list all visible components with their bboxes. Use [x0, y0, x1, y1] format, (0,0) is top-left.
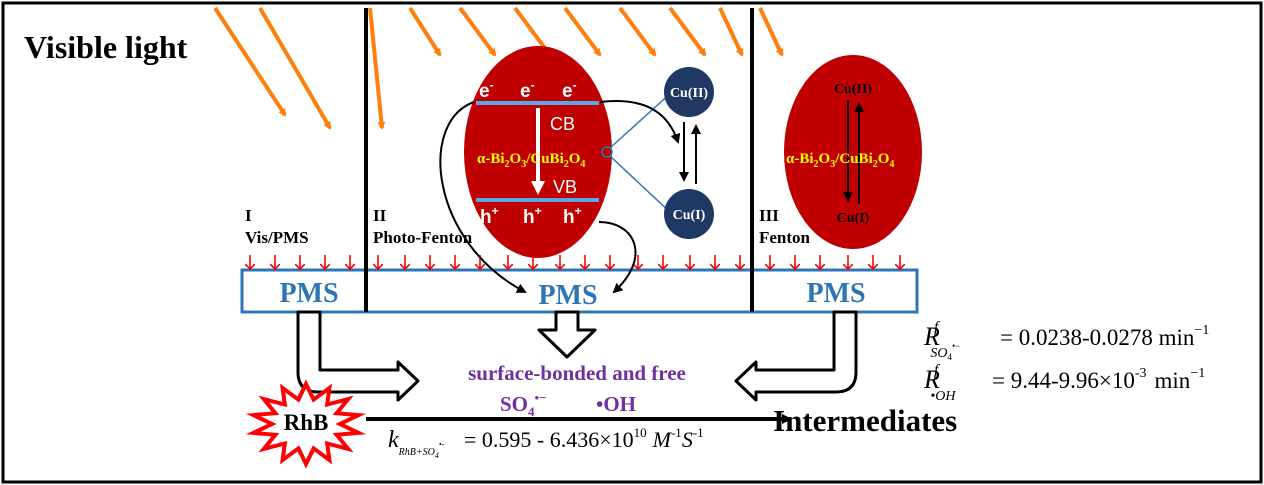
light-ray — [758, 7, 784, 57]
hole-2: h+ — [523, 204, 542, 228]
light-ray — [668, 6, 707, 57]
cu2-circle — [664, 67, 714, 117]
region-2-numeral: II — [373, 206, 387, 225]
electron-2: e- — [520, 78, 535, 102]
radicals-line-1: surface-bonded and free — [468, 361, 686, 385]
rate-so4-value: = 0.0238-0.0278 min−1 — [1000, 323, 1209, 350]
light-ray — [563, 6, 602, 57]
radical-hydroxyl: •OH — [596, 392, 636, 416]
pms-label-1: PMS — [279, 278, 338, 309]
light-ray — [718, 7, 744, 57]
catalyst-name-main: α-Bi2O3/CuBi2O4 — [477, 151, 585, 170]
zoom-line-bottom — [609, 155, 673, 215]
region-1-numeral: I — [245, 206, 252, 225]
electron-transfer-arrow — [599, 100, 681, 144]
region-3-numeral: III — [759, 206, 779, 225]
fenton-cu1-label: Cu(I) — [837, 211, 870, 226]
title: Visible light — [24, 29, 188, 65]
cu2-label: Cu(II) — [670, 86, 708, 101]
region-2-label: Photo-Fenton — [373, 228, 473, 247]
light-ray — [213, 6, 287, 117]
electron-1: e- — [479, 78, 494, 102]
product-label: Intermediates — [773, 403, 957, 438]
cu1-circle — [664, 189, 714, 239]
red-arrows — [250, 255, 900, 269]
electron-3: e- — [562, 78, 577, 102]
electron-to-pms-arrow — [439, 101, 527, 293]
rhb-starburst — [245, 379, 367, 469]
hole-to-pms-arrow — [598, 221, 637, 294]
rate-constant-k: kRhB+SO4•- — [388, 427, 445, 460]
zoom-line-top — [609, 91, 673, 149]
pms-label-2: PMS — [538, 280, 597, 311]
fenton-catalyst-particle — [784, 55, 922, 249]
radical-sulfate: SO4•− — [500, 390, 546, 419]
vb-label: VB — [553, 177, 577, 197]
light-rays — [213, 6, 784, 130]
light-ray — [258, 6, 332, 130]
pms-label-3: PMS — [806, 278, 865, 309]
region-1-label: Vis/PMS — [245, 228, 309, 247]
pollutant-label: RhB — [284, 410, 329, 435]
hollow-arrow-left — [296, 310, 420, 402]
fenton-cu2-label: Cu(II) — [834, 82, 872, 97]
cu1-label: Cu(I) — [673, 208, 706, 223]
rate-oh-symbol: Rf•OH — [923, 362, 956, 404]
light-ray — [618, 6, 657, 57]
light-ray — [368, 7, 386, 130]
hole-1: h+ — [480, 204, 499, 228]
light-ray — [458, 6, 497, 57]
region-3-label: Fenton — [759, 228, 811, 247]
cb-label: CB — [550, 114, 575, 134]
catalyst-name-fenton: α-Bi2O3/CuBi2O4 — [786, 151, 894, 170]
hole-3: h+ — [563, 204, 582, 228]
light-ray — [408, 6, 442, 57]
hollow-arrow-center — [537, 310, 597, 359]
hollow-arrow-right — [734, 310, 858, 402]
zoom-origin — [601, 146, 613, 158]
